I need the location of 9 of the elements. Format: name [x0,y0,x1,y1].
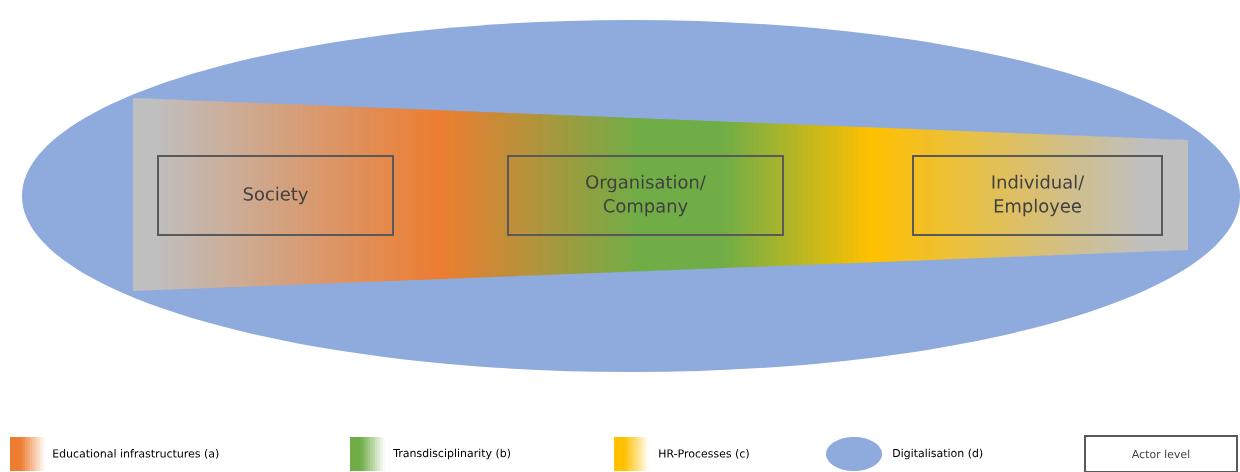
actor-box: Society [157,155,394,236]
legend-box: Actor level [1084,435,1238,472]
actor-box: Individual/ Employee [912,155,1163,236]
gradient-band [133,98,1188,291]
actor-box: Organisation/ Company [507,155,784,236]
legend-label: HR-Processes (c) [659,449,749,459]
legend-label: Educational infrastructures (a) [53,449,219,459]
legend-label: Transdisciplinarity (b) [393,448,511,460]
legend-label: Digitalisation (d) [893,448,983,460]
